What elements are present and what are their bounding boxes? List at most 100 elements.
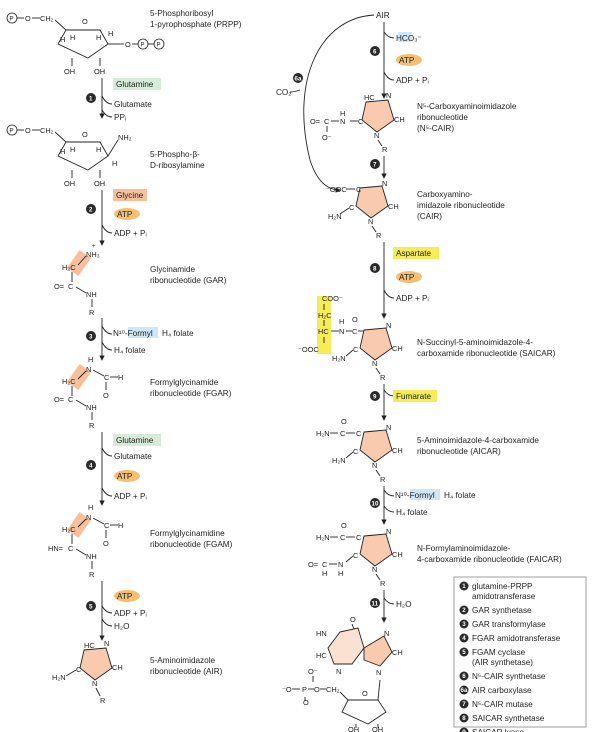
svg-text:C: C [68, 282, 74, 291]
svg-text:R: R [89, 308, 94, 317]
atp-bubble-8 [396, 271, 422, 283]
legend-badge [459, 727, 469, 732]
reagent-ppi: PPᵢ [114, 113, 126, 122]
svg-text:H: H [88, 503, 93, 512]
svg-text:H: H [112, 159, 117, 168]
svg-text:NH: NH [86, 290, 97, 299]
svg-text:CH: CH [392, 344, 403, 353]
legend-step-number: 3 [462, 621, 466, 628]
legend-step-number: 4 [462, 635, 466, 642]
svg-text:P: P [10, 129, 14, 135]
svg-text:N: N [386, 423, 391, 432]
svg-text:H: H [70, 33, 75, 42]
svg-text:C: C [104, 373, 110, 382]
svg-text:C: C [353, 345, 359, 354]
reagent-adp-4: ADP + Pᵢ [114, 492, 147, 501]
compound-name-fgar-2: ribonucleotide (FGAR) [150, 389, 232, 398]
legend-step-number: 1 [462, 583, 466, 590]
svg-text:H: H [70, 145, 75, 154]
svg-text:N: N [372, 565, 377, 574]
step-badge-6a [293, 73, 303, 83]
ncair-structure: HC N CH N C N H C O= O⁻ R [310, 91, 405, 154]
svg-text:C: C [104, 521, 110, 530]
compound-name-prpp-1: 5-Phosphoribosyl [150, 9, 213, 18]
svg-text:OH: OH [64, 179, 75, 188]
reagent-atp-5: ATP [117, 592, 133, 601]
reagent-adp-8: ADP + Pᵢ [396, 294, 429, 303]
svg-text:H: H [322, 569, 327, 578]
svg-text:H₂N: H₂N [332, 456, 346, 465]
svg-text:CH₂: CH₂ [40, 14, 54, 23]
enzyme-legend [453, 576, 587, 728]
svg-text:P: P [157, 43, 161, 49]
svg-text:H₂C: H₂C [62, 377, 76, 386]
legend-enzyme-name: N⁵-CAIR mutase [472, 700, 533, 709]
svg-text:C: C [340, 429, 346, 438]
legend-enzyme-name: GAR transformylase [472, 620, 546, 629]
reagent-glutamate-4: Glutamate [114, 452, 152, 461]
svg-text:CH: CH [394, 115, 405, 124]
svg-text:O: O [82, 130, 88, 139]
step-badge-4 [86, 460, 96, 470]
svg-text:C: C [356, 185, 362, 194]
prpp-structure: P O CH₂ O H H H H O P P OH OH [6, 12, 165, 76]
svg-text:N: N [92, 679, 97, 688]
compound-name-gar-1: Glycinamide [150, 265, 195, 274]
svg-text:H: H [339, 317, 344, 326]
formyl-highlight-10 [410, 489, 440, 500]
svg-text:N: N [368, 217, 373, 226]
svg-text:C: C [322, 560, 328, 569]
fgam-structure: H₂C N H C H O HN= C NH R [48, 503, 123, 579]
svg-text:N: N [374, 131, 379, 140]
reagent-fumarate: Fumarate [396, 392, 431, 401]
svg-text:N: N [104, 639, 109, 648]
svg-text:R: R [89, 421, 94, 430]
svg-text:NH: NH [86, 403, 97, 412]
svg-text:OH: OH [94, 179, 105, 188]
reagent-atp-6: ATP [399, 56, 415, 65]
svg-text:NH₂: NH₂ [118, 133, 132, 142]
step-badge-11 [370, 598, 380, 608]
svg-text:H: H [338, 569, 343, 578]
svg-text:4: 4 [89, 463, 93, 470]
legend-badge [459, 699, 469, 709]
svg-text:O: O [82, 17, 88, 26]
reagent-adp-5: ADP + Pᵢ [114, 609, 147, 618]
svg-text:O=: O= [310, 117, 320, 126]
svg-text:H₂N: H₂N [316, 533, 330, 542]
svg-text:C: C [353, 447, 359, 456]
svg-text:C: C [356, 533, 362, 542]
svg-text:C: C [340, 533, 346, 542]
compound-name-ncair-1: N⁵-Carboxyaminoimidazole [417, 102, 517, 111]
compound-name-pra-1: 5-Phospho-β- [150, 150, 200, 159]
reagent-h2o-11: H₂O [396, 600, 411, 609]
legend-enzyme-name: N⁵-CAIR synthetase [472, 672, 546, 681]
svg-text:O: O [341, 417, 347, 426]
glutamine-highlight-1 [113, 78, 161, 90]
gar-structure: H₂C NH₃ + O= C NH R [54, 244, 100, 317]
compound-name-fgam-2: ribonucleotide (FGAM) [150, 540, 233, 549]
reagent-h4folate-3a: H₄ folate [162, 329, 194, 338]
svg-text:C: C [76, 665, 82, 674]
reagent-h4folate-10b: H₄ folate [396, 508, 428, 517]
svg-text:HC: HC [84, 641, 95, 650]
compound-name-cair-1: Carboxyamino- [417, 190, 473, 199]
atp-bubble-2 [114, 208, 140, 220]
svg-text:8: 8 [373, 266, 377, 273]
svg-text:NH₃: NH₃ [86, 250, 100, 259]
compound-name-ncair-2: ribonucleotide [417, 113, 468, 122]
reagent-atp-2: ATP [117, 210, 133, 219]
svg-text:C: C [68, 395, 74, 404]
svg-text:H: H [60, 35, 65, 44]
legend-step-number: 8 [462, 715, 466, 722]
compound-name-fgar-1: Formylglycinamide [150, 378, 219, 387]
compound-name-air-1: 5-Aminoimidazole [150, 656, 216, 665]
svg-text:P: P [10, 17, 14, 23]
compound-name-saicar-2: carboxamide ribonucleotide (SAICAR) [417, 349, 556, 358]
svg-text:N: N [86, 513, 91, 522]
svg-text:H: H [118, 373, 123, 382]
legend-badge [459, 671, 469, 681]
legend-box [453, 576, 587, 728]
legend-enzyme-name: FGAM cyclase [472, 648, 526, 657]
